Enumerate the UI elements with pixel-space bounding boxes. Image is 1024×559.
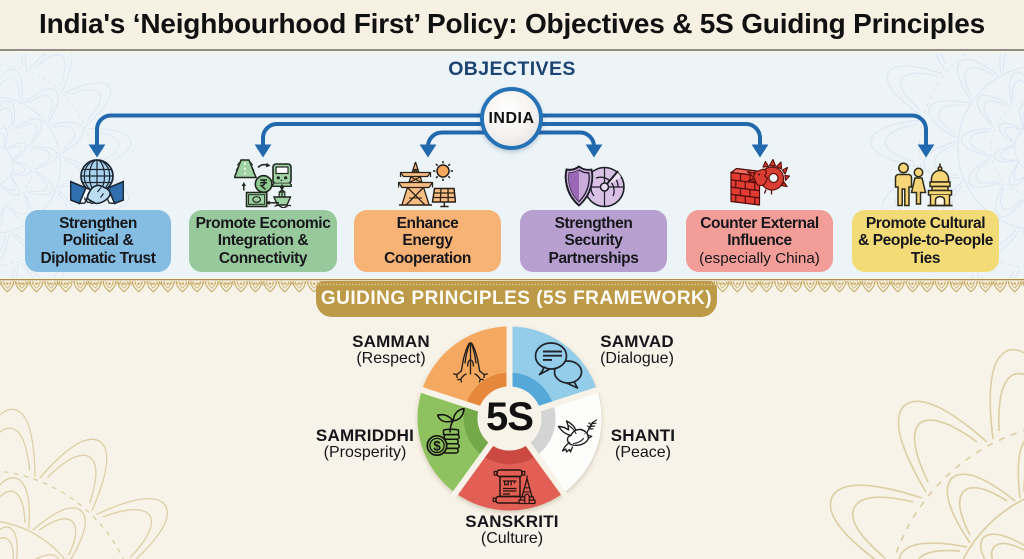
svg-text:$: $ (433, 438, 441, 453)
